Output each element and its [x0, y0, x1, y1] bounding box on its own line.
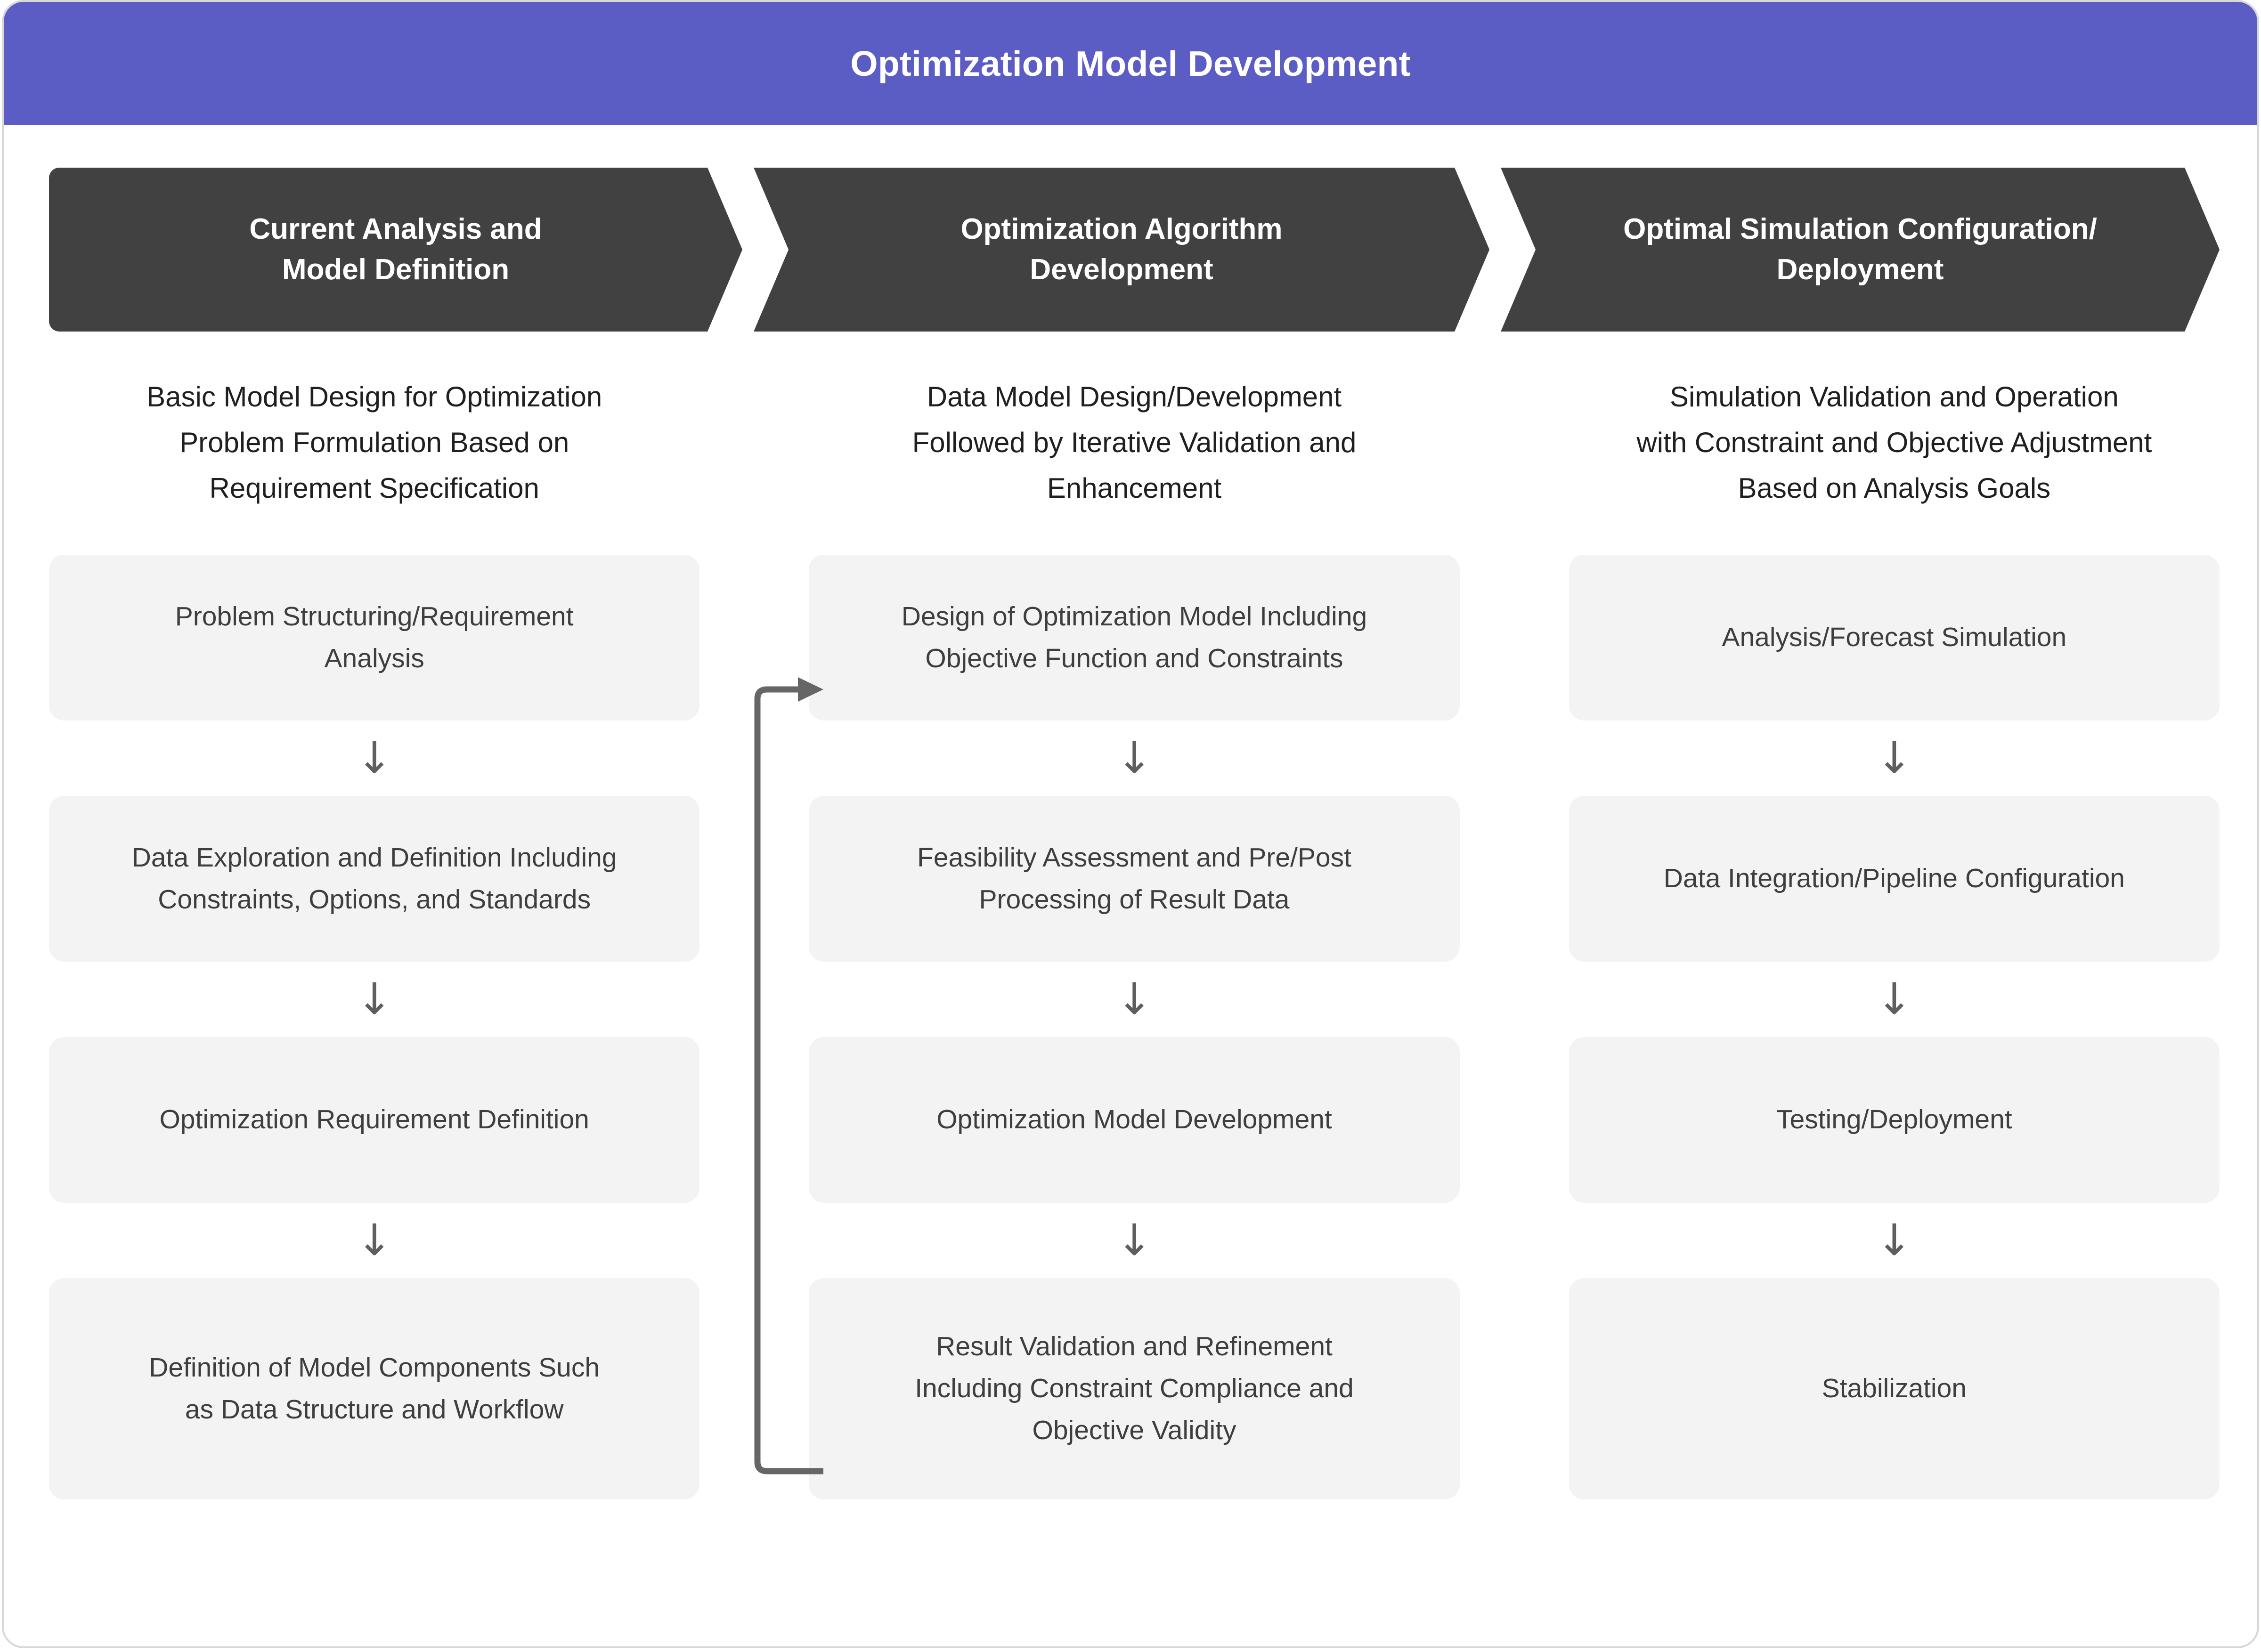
step-box[interactable]: Problem Structuring/Requirement Analysis: [49, 554, 700, 721]
phase-columns: Basic Model Design for Optimization Prob…: [49, 374, 2220, 1608]
phase-chevron-band: Current Analysis and Model Definition Op…: [49, 168, 2220, 332]
phase-3-description: Simulation Validation and Operation with…: [1636, 381, 2152, 504]
step-box[interactable]: Feasibility Assessment and Pre/Post Proc…: [809, 795, 1460, 962]
arrow-down-icon: ↓: [356, 973, 393, 1024]
phase-2-description: Data Model Design/Development Followed b…: [912, 381, 1357, 504]
phase-chevron-1-label: Current Analysis and Model Definition: [249, 213, 542, 286]
step-box[interactable]: Analysis/Forecast Simulation: [1569, 554, 2220, 721]
step-connector: ↓: [49, 721, 699, 796]
phase-chevron-1[interactable]: Current Analysis and Model Definition: [49, 168, 742, 332]
phase-column-1: Basic Model Design for Optimization Prob…: [49, 374, 700, 1608]
step-box[interactable]: Definition of Model Components Such as D…: [49, 1278, 700, 1499]
arrow-down-icon: ↓: [1876, 973, 1912, 1024]
step-box[interactable]: Design of Optimization Model Including O…: [809, 554, 1460, 721]
step-connector: ↓: [809, 721, 1459, 796]
arrow-down-icon: ↓: [356, 732, 393, 783]
step-connector: ↓: [1569, 1203, 2220, 1278]
step-box[interactable]: Result Validation and Refinement Includi…: [809, 1278, 1460, 1499]
arrow-down-icon: ↓: [356, 1215, 393, 1265]
phase-chevron-3[interactable]: Optimal Simulation Configuration/ Deploy…: [1501, 168, 2220, 332]
title-bar: Optimization Model Development: [4, 2, 2257, 125]
step-connector: ↓: [809, 1203, 1459, 1278]
step-box[interactable]: Testing/Deployment: [1569, 1037, 2220, 1203]
arrow-down-icon: ↓: [1876, 732, 1912, 783]
step-connector: ↓: [49, 1203, 699, 1278]
phase-chevron-2[interactable]: Optimization Algorithm Development: [754, 168, 1489, 332]
step-connector: ↓: [1569, 721, 2220, 796]
step-connector: ↓: [1569, 962, 2220, 1037]
phase-column-3: Simulation Validation and Operation with…: [1569, 374, 2220, 1608]
phase-chevron-2-label: Optimization Algorithm Development: [960, 213, 1283, 286]
arrow-down-icon: ↓: [1116, 1215, 1153, 1265]
phase-chevron-3-label: Optimal Simulation Configuration/ Deploy…: [1623, 213, 2097, 286]
step-box[interactable]: Stabilization: [1569, 1278, 2220, 1499]
step-box[interactable]: Data Exploration and Definition Includin…: [49, 795, 700, 962]
step-box[interactable]: Optimization Model Development: [809, 1037, 1460, 1203]
arrow-down-icon: ↓: [1116, 973, 1153, 1024]
step-connector: ↓: [49, 962, 699, 1037]
step-connector: ↓: [809, 962, 1459, 1037]
page-title: Optimization Model Development: [850, 43, 1411, 83]
arrow-down-icon: ↓: [1116, 732, 1153, 783]
phase-column-2: Data Model Design/Development Followed b…: [809, 374, 1460, 1608]
step-box[interactable]: Optimization Requirement Definition: [49, 1037, 700, 1203]
phase-2-steps: Design of Optimization Model Including O…: [809, 554, 1460, 1608]
phase-3-steps: Analysis/Forecast Simulation ↓ Data Inte…: [1569, 554, 2220, 1608]
arrow-down-icon: ↓: [1876, 1215, 1912, 1265]
phase-1-description: Basic Model Design for Optimization Prob…: [146, 381, 602, 504]
phase-1-steps: Problem Structuring/Requirement Analysis…: [49, 554, 700, 1608]
step-box[interactable]: Data Integration/Pipeline Configuration: [1569, 795, 2220, 962]
